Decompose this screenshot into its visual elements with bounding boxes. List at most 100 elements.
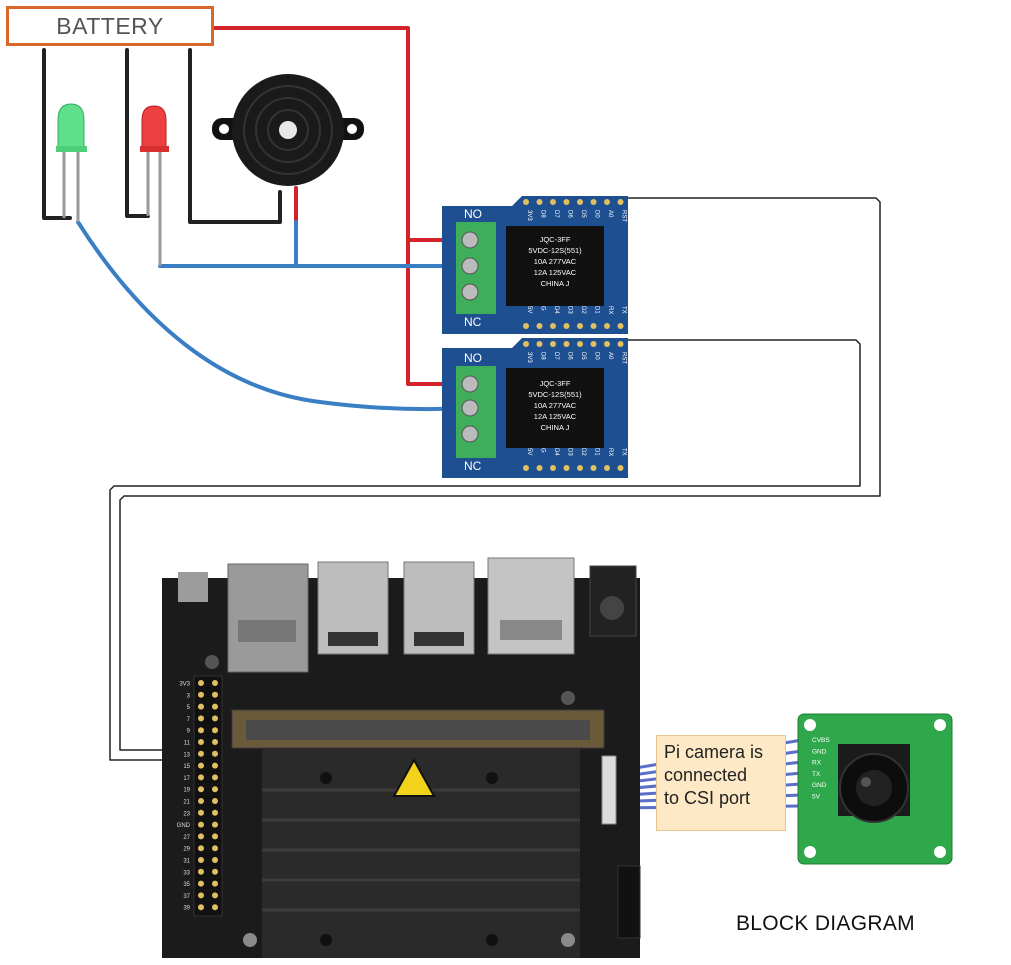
relay-pin-label: D2	[580, 448, 586, 456]
camera-pin-label: GND	[812, 748, 827, 755]
relay-pin-label: RX	[607, 306, 613, 314]
relay-chip-text: 10A 277VAC	[534, 401, 577, 410]
relay-pin	[604, 323, 610, 329]
gpio-pin	[212, 857, 218, 863]
relay-pin	[617, 465, 624, 471]
relay-pin-label: D3	[567, 306, 573, 314]
relay-pin	[523, 465, 529, 471]
gpio-pin-label: 21	[183, 800, 190, 806]
gpio-pin-label: 37	[183, 894, 190, 900]
relay-chip-text: 12A 125VAC	[534, 412, 577, 421]
gpio-pin	[212, 845, 218, 852]
gpio-pin	[198, 715, 204, 722]
relay-pin-label: 3V3	[526, 352, 532, 363]
relay-chip-text: JQC-3FF	[540, 235, 571, 244]
relay-pin	[523, 323, 529, 329]
relay-pin	[563, 465, 570, 471]
relay-pin-label: D6	[567, 210, 573, 218]
relay-pin-label: D7	[553, 210, 559, 218]
note-line-1: Pi camera is	[664, 742, 764, 762]
heatsink-fins	[262, 788, 580, 912]
relay-nc-label: NC	[464, 459, 482, 473]
relay-chip-text: JQC-3FF	[540, 379, 571, 388]
relay-pin	[590, 465, 597, 471]
camera-pin-label: GND	[812, 782, 827, 789]
relay-pin	[590, 341, 597, 347]
camera-pin-label: 5V	[812, 794, 821, 801]
gpio-pin	[212, 798, 218, 804]
note-line-3: to CSI port	[664, 788, 751, 808]
relay-pin	[604, 465, 610, 471]
gpio-pin	[212, 727, 218, 734]
gpio-pin	[198, 762, 204, 769]
relay-pin-label: D4	[553, 448, 559, 456]
relay-pin	[550, 323, 556, 329]
relay-pin-label: D1	[594, 306, 600, 314]
gpio-pin-label: 3	[187, 693, 191, 699]
relay-pin	[536, 199, 543, 205]
relay-pin-label: A0	[607, 210, 613, 218]
gpio-pin	[212, 703, 218, 710]
gpio-pin-label: 3V3	[179, 682, 190, 688]
black-wire-buzzer	[188, 48, 282, 224]
buzzer	[212, 74, 364, 186]
gpio-pin	[212, 762, 218, 769]
relay-nc-label: NC	[464, 315, 482, 329]
battery-label: BATTERY	[56, 12, 164, 39]
gpio-pin	[198, 821, 204, 828]
gpio-pin	[198, 680, 204, 686]
relay-chip-text: 12A 125VAC	[534, 268, 577, 277]
gpio-pin	[198, 868, 204, 875]
gpio-pin	[212, 750, 218, 757]
relay-pin-label: 5V	[526, 306, 532, 313]
relay-pin-label: D3	[567, 448, 573, 456]
gpio-pin	[198, 786, 204, 793]
relay-pin-label: D6	[567, 352, 573, 360]
relay-pin	[577, 199, 583, 205]
gpio-pin	[212, 774, 218, 781]
gpio-pin-label: GND	[177, 823, 191, 829]
gpio-pin	[212, 739, 218, 745]
gpio-pin	[212, 786, 218, 793]
red-wire-battery	[212, 26, 472, 242]
relay-pin	[523, 199, 529, 205]
gpio-pin-label: 13	[183, 752, 190, 758]
relay-pin-label: D4	[553, 306, 559, 314]
relay-pin	[563, 199, 570, 205]
relay-pin-label: TX	[621, 448, 627, 456]
gpio-pin-label: 27	[183, 835, 190, 841]
relay-pin	[550, 465, 556, 471]
gpio-pin	[198, 880, 204, 887]
relay-chip-text: 5VDC-12S(551)	[528, 246, 582, 255]
gpio-pin-label: 17	[183, 776, 190, 782]
relay-no-label: NO	[464, 207, 482, 221]
camera-pin-label: CVBS	[812, 737, 830, 744]
gpio-pin-label: 35	[183, 882, 190, 888]
relay-pin-label: D2	[580, 306, 586, 314]
relay-chip-text: 10A 277VAC	[534, 257, 577, 266]
relay-pin-label: D0	[594, 352, 600, 360]
gpio-pin	[198, 904, 204, 911]
relay-chip-text: 5VDC-12S(551)	[528, 390, 582, 399]
relay-pin	[536, 323, 543, 329]
blue-wire-relay2	[76, 220, 472, 412]
relay-pin	[590, 323, 597, 329]
gpio-pin	[212, 821, 218, 828]
relay-pin-label: RST	[621, 352, 627, 364]
gpio-pin	[212, 892, 218, 899]
red-led	[140, 105, 169, 266]
relay-pin-label: D0	[594, 210, 600, 218]
gpio-pin-label: 11	[184, 741, 191, 747]
relay-pin	[523, 341, 529, 347]
gpio-pin	[212, 833, 218, 840]
relay-pin	[550, 341, 556, 347]
camera-note: Pi camera is connected to CSI port	[656, 735, 786, 831]
relay-pin-label: D8	[540, 352, 546, 360]
gpio-pin-label: 19	[183, 788, 190, 794]
relay-pin	[604, 199, 610, 205]
gpio-pin	[212, 880, 218, 887]
